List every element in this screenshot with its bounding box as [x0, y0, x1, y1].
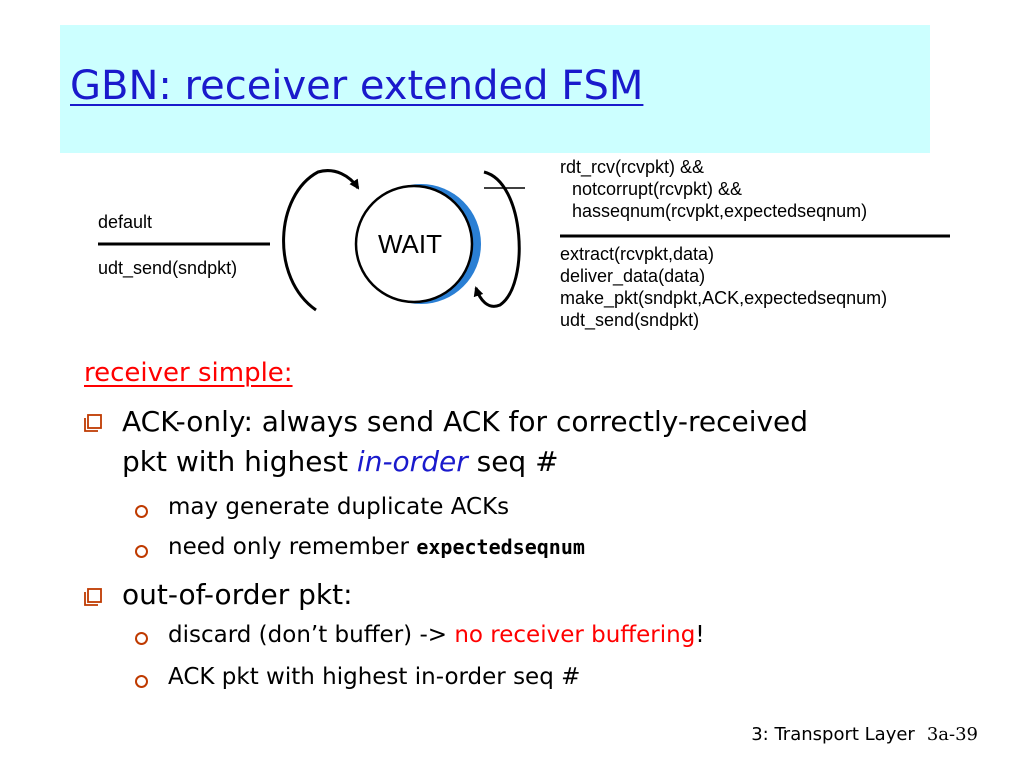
left-action-text: udt_send(sndpkt): [98, 258, 237, 279]
bullet-ack-only-line2: pkt with highest in-order seq #: [122, 442, 942, 482]
expectedseqnum-code: expectedseqnum: [416, 535, 585, 559]
circle-bullet-icon: [135, 505, 148, 518]
circle-bullet-icon: [135, 545, 148, 558]
left-self-loop-arrow: [282, 169, 360, 312]
checkbox-bullet-icon: [84, 414, 102, 432]
checkbox-bullet-icon: [84, 588, 102, 606]
line2-pre: pkt with highest: [122, 445, 357, 478]
circle-bullet-icon: [135, 632, 148, 645]
footer-page-number: 3a-39: [926, 724, 978, 745]
title-band: [60, 25, 930, 153]
fsm-diagram: WAIT default udt_send(sndpkt) rdt_rcv(rc…: [98, 157, 950, 331]
slide-title: GBN: receiver extended FSM: [70, 63, 644, 109]
right-self-loop-arrow: [473, 170, 521, 308]
wait-state-label: WAIT: [378, 229, 442, 259]
bullet-ack-only-line1: ACK-only: always send ACK for correctly-…: [122, 405, 809, 438]
wait-state-circle: [354, 184, 474, 304]
no-buffering-emphasis: no receiver buffering: [454, 622, 696, 648]
footer-section: 3: Transport Layer: [751, 724, 915, 745]
right-condition-3: hasseqnum(rcvpkt,expectedseqnum): [572, 201, 867, 221]
subheading: receiver simple:: [84, 358, 293, 388]
right-action-2: deliver_data(data): [560, 266, 705, 287]
remember-pre: need only remember: [168, 534, 417, 560]
discard-pre: discard (don’t buffer) ->: [168, 622, 455, 648]
right-condition-2: notcorrupt(rcvpkt) &&: [572, 179, 742, 199]
sub-bullet-discard: discard (don’t buffer) -> no receiver bu…: [168, 620, 928, 650]
sub-bullet-ack-highest: ACK pkt with highest in-order seq #: [168, 664, 581, 690]
bullet-ack-only: ACK-only: always send ACK for correctly-…: [122, 402, 942, 482]
right-action-3: make_pkt(sndpkt,ACK,expectedseqnum): [560, 288, 887, 309]
right-condition-1: rdt_rcv(rcvpkt) &&: [560, 157, 704, 178]
sub-bullet-duplicate-acks: may generate duplicate ACKs: [168, 494, 510, 520]
bullet-out-of-order: out-of-order pkt:: [122, 578, 353, 611]
circle-bullet-icon: [135, 675, 148, 688]
line2-post: seq #: [467, 445, 559, 478]
sub-bullet-remember: need only remember expectedseqnum: [168, 532, 928, 562]
in-order-emphasis: in-order: [356, 445, 468, 478]
left-event-text: default: [98, 212, 152, 232]
discard-post: !: [695, 622, 705, 648]
right-action-1: extract(rcvpkt,data): [560, 244, 714, 264]
right-action-4: udt_send(sndpkt): [560, 310, 699, 331]
slide-footer: 3: Transport Layer 3a-39: [751, 724, 978, 745]
